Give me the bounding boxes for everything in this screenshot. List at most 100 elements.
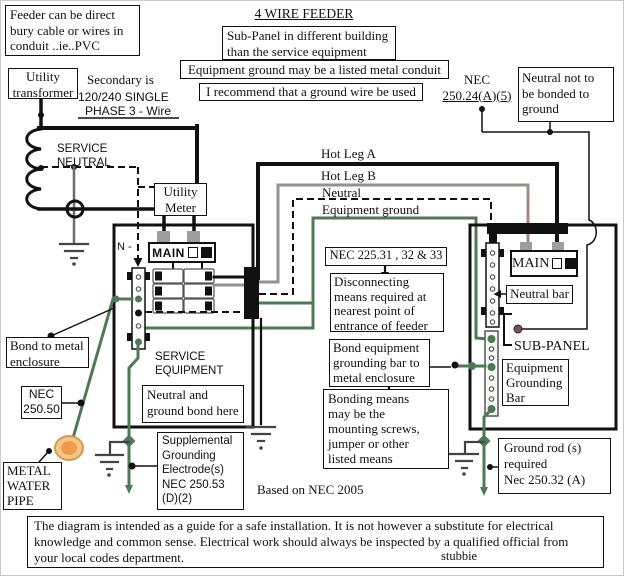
service-ground-symbol: [245, 425, 277, 450]
hot-leg-a-label: Hot Leg A: [321, 146, 376, 161]
equipment-ground-wire: [140, 216, 490, 341]
label-line: Bar: [506, 390, 525, 405]
note-line: grounding bar to: [333, 355, 420, 370]
disclaimer-line: knowledge and common sense. Electrical w…: [34, 533, 569, 549]
diagram-title: 4 WIRE FEEDER: [254, 6, 354, 21]
note-line: Neutral not to: [522, 70, 595, 85]
bond-indicator-line: [482, 131, 597, 330]
signature: stubbie: [441, 549, 478, 563]
note-line: be bonded to: [522, 85, 590, 101]
label-line: 250.24(A)(5): [442, 87, 512, 103]
subpanel-note-box: Sub-Panel in different building than the…: [222, 26, 396, 60]
secondary-label-1: Secondary is: [87, 72, 154, 87]
supplemental-electrode-box: Supplemental Grounding Electrode(s) NEC …: [157, 432, 244, 510]
breaker-toggle-off: [187, 247, 198, 258]
note-line: Electrode(s): [162, 464, 224, 476]
disclaimer-box: The diagram is intended as a guide for a…: [27, 516, 604, 568]
breaker-toggle-on: [565, 258, 576, 269]
transformer-wiring: [25, 95, 199, 267]
service-panel-graphics: [112, 223, 277, 450]
wire-crossing-loop: [65, 199, 85, 219]
service-neutral-bar: [127, 267, 150, 350]
note-line: (D)(2): [162, 493, 193, 505]
note-line: Ground rod (s): [504, 440, 582, 455]
metal-water-pipe: [54, 435, 84, 461]
note-line: ground bond here: [147, 402, 239, 418]
note-line: ground: [522, 101, 559, 116]
feeder-note-box: Feeder can be direct bury cable or wires…: [5, 5, 140, 56]
note-line: Bond to metal: [10, 338, 84, 353]
feeder-neutral-wire: [259, 198, 492, 295]
note-line: required: [504, 456, 548, 471]
neutral-not-bonded-box: Neutral not to be bonded to ground: [518, 67, 614, 122]
neutral-n-label: N -: [117, 241, 132, 253]
disconnecting-means-box: Disconnecting means required at nearest …: [330, 273, 444, 332]
main-label: MAIN: [512, 255, 550, 271]
pole-ground-symbol: [58, 242, 90, 266]
secondary-label-2: 120/240 SINGLE: [78, 90, 169, 104]
note-line: jumper or other: [328, 436, 409, 451]
label-line: Grounding: [506, 375, 563, 390]
note-line: enclosure: [10, 353, 60, 369]
sub-panel-graphics: [430, 106, 618, 496]
supplemental-electrode-conductor: [127, 342, 140, 489]
label-line: WATER: [7, 478, 51, 493]
sub-panel-bus-bar: [487, 223, 568, 234]
sub-ground-symbol: [448, 440, 486, 476]
ground-rod-box: Ground rod (s) required Nec 250.32 (A): [498, 438, 611, 494]
label-line: EQUIPMENT: [155, 365, 224, 377]
bonding-means-box: Bonding means may be the mounting screws…: [323, 389, 449, 469]
note-line: Grounding: [162, 449, 216, 462]
note-line: entrance of feeder: [334, 317, 428, 333]
note-line: mounting screws,: [328, 421, 420, 436]
note-line: Bonding means: [328, 391, 410, 406]
based-on-label: Based on NEC 2005: [257, 482, 364, 497]
bond-screw-dot: [513, 324, 523, 334]
sub-panel-label: SUB-PANEL: [514, 339, 590, 354]
note-line: may be the: [328, 406, 386, 421]
sub-neutral-bar: [481, 242, 504, 328]
note-line: Disconnecting: [334, 274, 410, 289]
note-line: Bond equipment: [333, 340, 420, 355]
nec-225-box: NEC 225.31 , 32 & 33: [325, 247, 447, 266]
nec-250-50-box: NEC 250.50: [21, 386, 62, 419]
sub-main-breaker: MAIN: [510, 250, 578, 277]
note-line: means required at: [334, 288, 427, 304]
neutral-bar-arrow: [493, 290, 501, 298]
label-line: 250.50: [23, 402, 60, 416]
neutral-bar-label-box: Neutral bar: [506, 285, 573, 304]
note-line: Nec 250.32 (A): [504, 472, 586, 487]
hot-leg-a-wire: [256, 162, 559, 280]
label-line: Utility: [26, 69, 60, 84]
bond-to-metal-box: Bond to metal enclosure: [6, 337, 89, 369]
secondary-label-3: PHASE 3 - Wire: [85, 104, 172, 118]
note-line: nearest point of: [334, 303, 415, 318]
neutral-label: Neutral: [322, 185, 361, 200]
note-line: NEC 250.53: [162, 478, 225, 491]
note-line: conduit ..ie..PVC: [10, 38, 100, 53]
breaker-toggle-off: [552, 258, 563, 269]
service-main-breaker: MAIN: [148, 242, 216, 263]
hot-leg-b-label: Hot Leg B: [321, 168, 376, 183]
sub-grounding-electrode-conductor: [482, 407, 494, 491]
breaker-array: [152, 268, 215, 314]
nec-250-24-label: NEC 250.24(A)(5): [437, 72, 517, 103]
label-line: PIPE: [7, 493, 34, 508]
main-label: MAIN: [152, 245, 185, 260]
bond-equipment-box: Bond equipment grounding bar to metal en…: [329, 339, 430, 387]
neutral-arrowhead: [133, 258, 143, 267]
label-line: transformer: [12, 84, 74, 100]
feeder-wires: [140, 162, 559, 341]
note-line: Feeder can be direct: [10, 7, 116, 22]
note-line: bury cable or wires in: [10, 22, 124, 38]
note-line: Sub-Panel in different building: [227, 28, 389, 43]
left-ground-symbol: [94, 440, 131, 477]
note-line: than the service equipment: [227, 43, 367, 59]
bond-screw-bracket: [503, 313, 512, 346]
service-grounding: [38, 295, 157, 494]
label-line: METAL: [7, 463, 51, 478]
recommend-note-box: I recommend that a ground wire be used: [199, 83, 423, 101]
conduit-note-box: Equipment ground may be a listed metal c…: [180, 60, 449, 79]
